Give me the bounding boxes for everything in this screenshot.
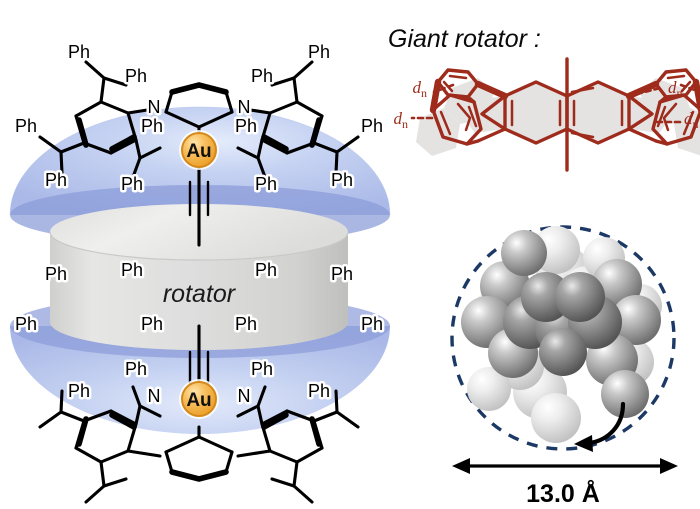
cpk-space-filling-model: [461, 226, 662, 443]
ph-label-top-9: Ph: [361, 116, 383, 136]
ph-label-bottom-12: Ph: [255, 260, 277, 280]
aryl-ring-left-top: [38, 60, 162, 179]
dn-leader-top-right: [679, 83, 700, 94]
dn-label-top-right: dn: [668, 78, 683, 100]
imidazole-ring-top: [164, 82, 234, 129]
dn-label-bottom-right: dn: [684, 109, 699, 131]
ph-label-top-8: Ph: [251, 66, 273, 86]
aryl-ring-left-bottom: [38, 385, 162, 504]
aryl-ring-right-bottom: [236, 385, 360, 504]
nitrogen-label-left-bottom: N: [148, 386, 161, 406]
nitrogen-label-right-bottom: N: [238, 386, 251, 406]
aryl-ring-right-top: [236, 60, 360, 179]
imidazole-ring-bottom: [164, 435, 234, 482]
ph-label-bottom-11: Ph: [235, 314, 257, 334]
ph-label-bottom-5: Ph: [141, 314, 163, 334]
ph-label-bottom-6: Ph: [121, 260, 143, 280]
svg-text:dn: dn: [394, 109, 409, 131]
ph-label-top-5: Ph: [141, 116, 163, 136]
ph-label-bottom-4: Ph: [45, 264, 67, 284]
gold-atom-label-bottom: Au: [186, 390, 211, 411]
ph-label-bottom-8: Ph: [251, 359, 273, 379]
ph-label-top-2: Ph: [125, 66, 147, 86]
rotator-blade-left: [429, 68, 509, 146]
rotator-cylinder: [49, 204, 349, 350]
dn-leader-lines: [410, 83, 700, 124]
ph-label-top-7: Ph: [308, 42, 330, 62]
ph-label-bottom-9: Ph: [361, 314, 383, 334]
dn-leader-top-left: [432, 83, 455, 94]
ph-label-bottom-7: Ph: [308, 381, 330, 401]
dn-label-bottom-left: dn: [394, 109, 409, 131]
n-aryl-bond-left-top: [126, 106, 162, 115]
ph-label-top-1: Ph: [68, 42, 90, 62]
ph-label-top-3: Ph: [15, 116, 37, 136]
ph-label-top-6: Ph: [121, 174, 143, 194]
nitrogen-label-left-top: N: [148, 97, 161, 117]
rotator-label: rotator: [163, 280, 237, 308]
ph-label-bottom-10: Ph: [331, 264, 353, 284]
gold-atom-label-top: Au: [186, 141, 211, 162]
ph-label-bottom-1: Ph: [68, 381, 90, 401]
dimension-label: 13.0 Å: [526, 479, 600, 508]
ph-label-top-10: Ph: [331, 170, 353, 190]
ph-label-bottom-2: Ph: [125, 359, 147, 379]
ph-label-top-4: Ph: [45, 170, 67, 190]
svg-text:dn: dn: [413, 78, 428, 100]
dimension-arrow: [452, 458, 678, 474]
giant-rotator-title: Giant rotator :: [388, 25, 541, 53]
svg-text:dn: dn: [684, 109, 699, 131]
ph-label-top-12: Ph: [255, 174, 277, 194]
van-der-waals-boundary-circle: [450, 225, 676, 451]
svg-text:dn: dn: [668, 78, 683, 100]
alkyne-linker-top: [188, 161, 210, 247]
dn-label-top-left: dn: [413, 78, 428, 100]
rotator-blade-right: [625, 68, 700, 146]
rotation-arrow-icon: [574, 401, 626, 452]
gold-atom-bottom: Au: [179, 379, 219, 419]
ph-label-top-11: Ph: [235, 116, 257, 136]
dn-leader-mid-right: [635, 86, 662, 96]
ph-label-bottom-3: Ph: [15, 314, 37, 334]
nitrogen-label-right-top: N: [238, 97, 251, 117]
gold-atom-top: Au: [179, 130, 219, 170]
n-aryl-bond-right-top: [236, 106, 272, 115]
